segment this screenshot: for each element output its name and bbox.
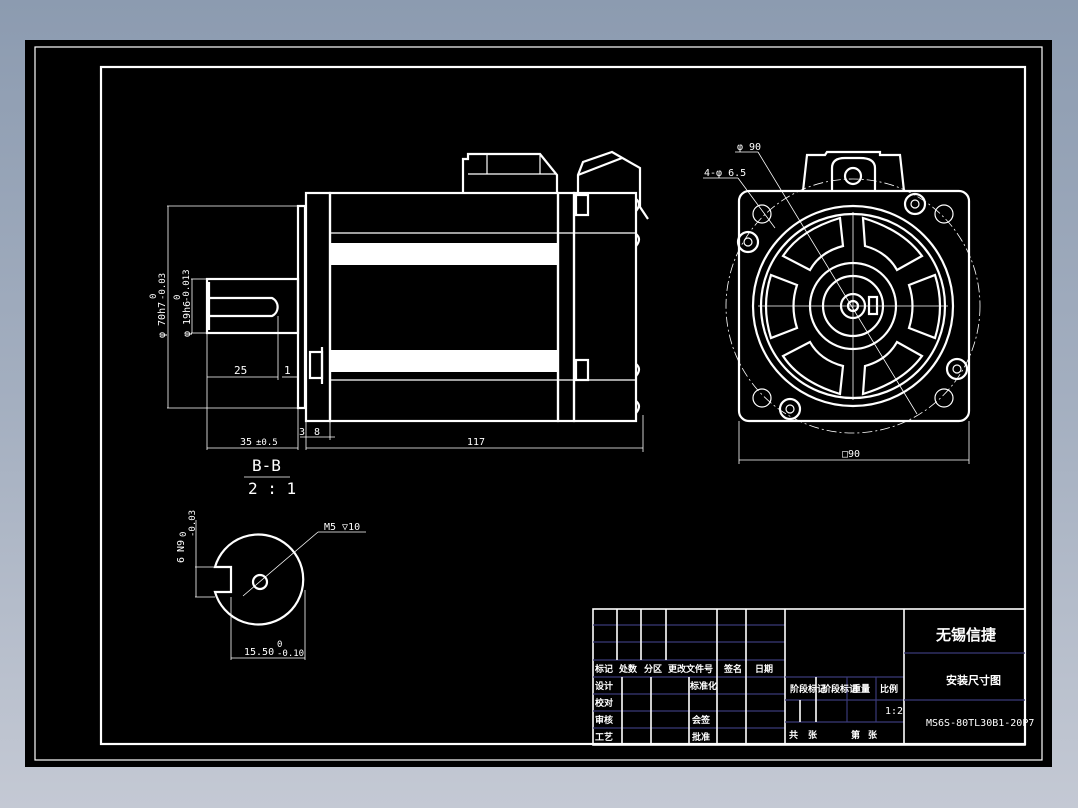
bolt-circle [725, 178, 981, 434]
svg-text:校对: 校对 [595, 697, 613, 709]
svg-text:工艺: 工艺 [595, 731, 613, 743]
svg-text:±0.5: ±0.5 [256, 438, 278, 448]
motor-body [328, 191, 560, 423]
company-name: 无锡信捷 [935, 626, 997, 644]
svg-text:张: 张 [808, 729, 818, 741]
section-title: B-B [252, 456, 281, 475]
section-scale: 2 : 1 [248, 479, 296, 498]
svg-text:共: 共 [789, 729, 798, 741]
svg-text:更改文件号: 更改文件号 [668, 663, 713, 675]
dim-square: □90 [842, 449, 860, 460]
flange [304, 191, 332, 423]
svg-text:设计: 设计 [595, 680, 613, 692]
dim-flange-gap: 3 [299, 427, 305, 438]
svg-text:分区: 分区 [644, 663, 662, 675]
dim-thread: M5 ▽10 [324, 522, 360, 533]
encoder-cover [572, 191, 638, 423]
svg-text:-0.03: -0.03 [158, 273, 168, 300]
drawing-title: 安装尺寸图 [946, 673, 1001, 687]
svg-text:标准化: 标准化 [689, 680, 717, 692]
title-block: 标记 处数 分区 更改文件号 签名 日期 设计 标准化 校对 审核 会签 工艺 … [592, 608, 1034, 746]
svg-text:处数: 处数 [618, 663, 638, 675]
svg-text:重量: 重量 [852, 683, 870, 695]
mount-hole [934, 388, 954, 408]
svg-text:会签: 会签 [692, 714, 711, 726]
svg-text:标记: 标记 [594, 663, 613, 675]
dim-bolt-circle: φ 90 [737, 142, 761, 153]
mount-hole [934, 204, 954, 224]
section-view: B-B 2 : 1 6 N9 0 -0.03 M5 ▽10 15.50 0 -0… [176, 456, 366, 660]
shaft [205, 277, 300, 335]
svg-text:N9: N9 [176, 540, 187, 552]
scale-value: 1:2 [885, 706, 903, 717]
svg-text:0: 0 [277, 640, 282, 650]
svg-text:0: 0 [179, 532, 189, 537]
dim-key-width: 6 [176, 557, 187, 563]
svg-text:阶段标记: 阶段标记 [822, 683, 858, 695]
inner-frame [99, 65, 1027, 746]
drawing-number: MS6S-80TL30B1-20P7 [926, 718, 1034, 729]
svg-text:张: 张 [868, 729, 878, 741]
flange-square [737, 189, 971, 423]
svg-text:0: 0 [149, 294, 159, 299]
dim-shaft-length: 35 [240, 437, 252, 448]
dim-key-offset: 1 [284, 364, 291, 377]
svg-text:比例: 比例 [880, 683, 898, 695]
svg-text:0: 0 [173, 295, 183, 300]
dim-body-length: 117 [467, 437, 485, 448]
dim-flange-dia: φ 70h7 [157, 302, 168, 338]
svg-text:-0.10: -0.10 [277, 649, 304, 659]
front-view: φ 90 4-φ 6.5 □90 [703, 142, 981, 464]
dim-shaft-dia: φ 19h6 [182, 301, 193, 337]
svg-text:批准: 批准 [692, 731, 710, 743]
side-view: φ 70h7 0 -0.03 φ 19h6 0 -0.013 25 1 3 8 … [149, 150, 649, 452]
svg-text:签名: 签名 [723, 663, 742, 675]
pilot [296, 204, 307, 410]
drawing-canvas: φ 70h7 0 -0.03 φ 19h6 0 -0.013 25 1 3 8 … [34, 46, 1043, 761]
dim-holes: 4-φ 6.5 [704, 168, 746, 179]
dim-flange-thickness: 8 [314, 427, 320, 438]
svg-text:-0.013: -0.013 [182, 269, 192, 302]
dim-key-length: 25 [234, 364, 247, 377]
svg-text:阶段标记: 阶段标记 [790, 683, 826, 695]
key [208, 296, 279, 318]
svg-text:日期: 日期 [755, 663, 773, 675]
power-connector [461, 152, 559, 193]
mount-hole [752, 388, 772, 408]
cad-viewport[interactable]: φ 70h7 0 -0.03 φ 19h6 0 -0.013 25 1 3 8 … [25, 40, 1052, 767]
svg-text:第: 第 [851, 729, 860, 741]
svg-text:-0.03: -0.03 [188, 510, 198, 537]
svg-text:审核: 审核 [595, 714, 613, 726]
mount-hole [752, 204, 772, 224]
dim-key-depth: 15.50 [244, 647, 274, 658]
outer-frame [34, 46, 1043, 761]
shaft-section [213, 533, 305, 626]
